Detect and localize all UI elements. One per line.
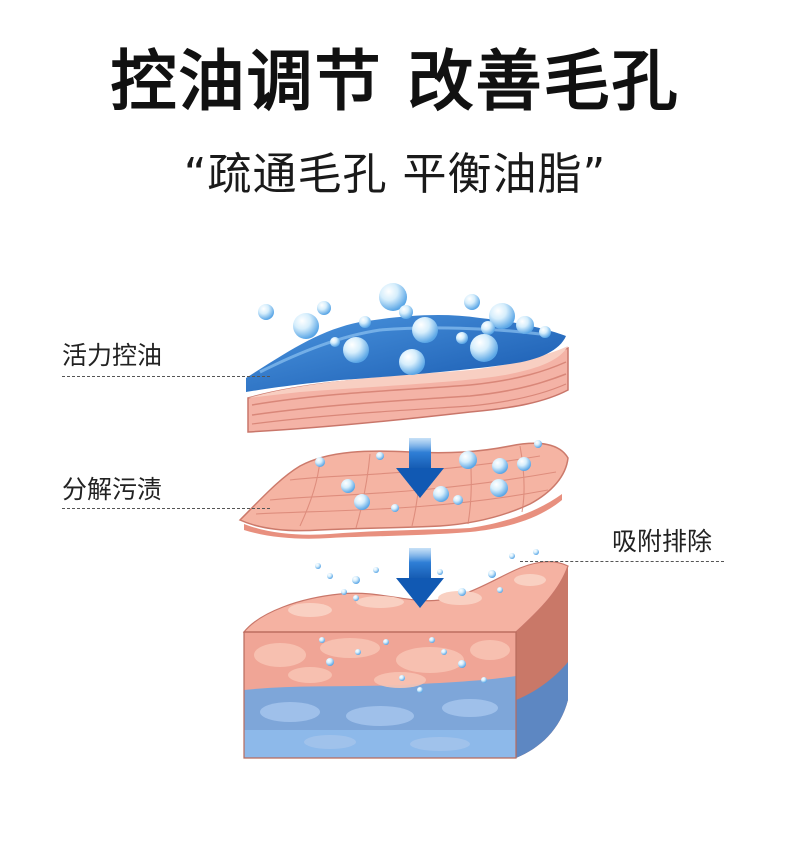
leader-line-oil-control: [62, 376, 270, 377]
label-oil-control: 活力控油: [62, 341, 163, 370]
skin-block: [242, 561, 569, 759]
down-arrow-icon: [396, 438, 444, 498]
leader-line-decompose-dirt: [62, 508, 270, 509]
page-subtitle: “疏通毛孔 平衡油脂”: [183, 149, 607, 200]
middle-skin-sheet: [238, 442, 569, 539]
bubble-icon: [315, 440, 542, 512]
page-title: 控油调节 改善毛孔: [110, 43, 680, 120]
label-adsorb-remove: 吸附排除: [612, 527, 713, 556]
label-decompose-dirt: 分解污渍: [62, 475, 163, 504]
top-skin-slab: [247, 346, 569, 433]
leader-line-adsorb-remove: [520, 561, 724, 562]
bubble-icon: [258, 283, 551, 375]
bubble-icon: [315, 549, 539, 693]
down-arrow-icon: [396, 548, 444, 608]
